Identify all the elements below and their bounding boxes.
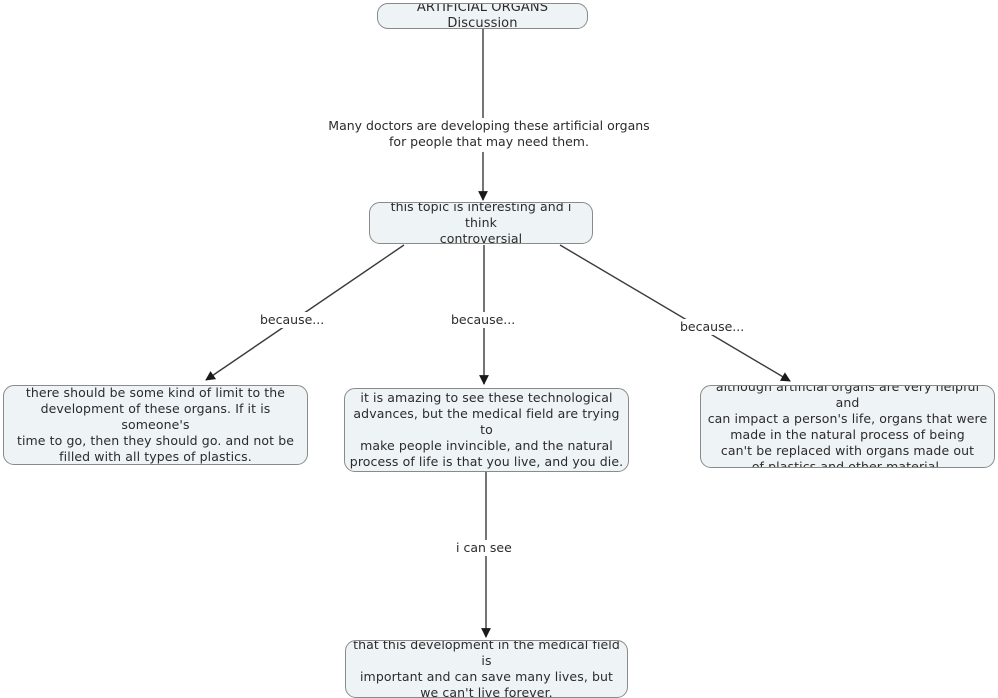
node-technological-advances[interactable]: it is amazing to see these technological…	[344, 388, 629, 472]
node-limit-to-development[interactable]: there should be some kind of limit to th…	[3, 385, 308, 465]
node-this-topic-is-interesting[interactable]: this topic is interesting and i think co…	[369, 202, 593, 244]
node-label: ARTIFICIAL ORGANS Discussion	[416, 3, 549, 29]
edge-label-i-can-see: i can see	[454, 540, 514, 556]
node-development-can-save-lives[interactable]: that this development in the medical fie…	[345, 640, 628, 698]
node-label: it is amazing to see these technological…	[349, 390, 624, 469]
node-label: although artificial organs are very help…	[707, 385, 988, 468]
edge-label-because-left: because...	[258, 312, 327, 328]
edge-label-because-middle: because...	[449, 312, 518, 328]
node-label: there should be some kind of limit to th…	[16, 385, 295, 464]
node-label: that this development in the medical fie…	[353, 640, 620, 698]
node-organs-cannot-be-replaced[interactable]: although artificial organs are very help…	[700, 385, 995, 468]
edge-label-many-doctors: Many doctors are developing these artifi…	[322, 118, 656, 150]
node-label: this topic is interesting and i think co…	[390, 202, 572, 244]
edge-label-because-right: because...	[678, 319, 747, 335]
edge-topic-to-right	[559, 244, 791, 382]
node-artificial-organs-discussion[interactable]: ARTIFICIAL ORGANS Discussion	[377, 3, 588, 29]
